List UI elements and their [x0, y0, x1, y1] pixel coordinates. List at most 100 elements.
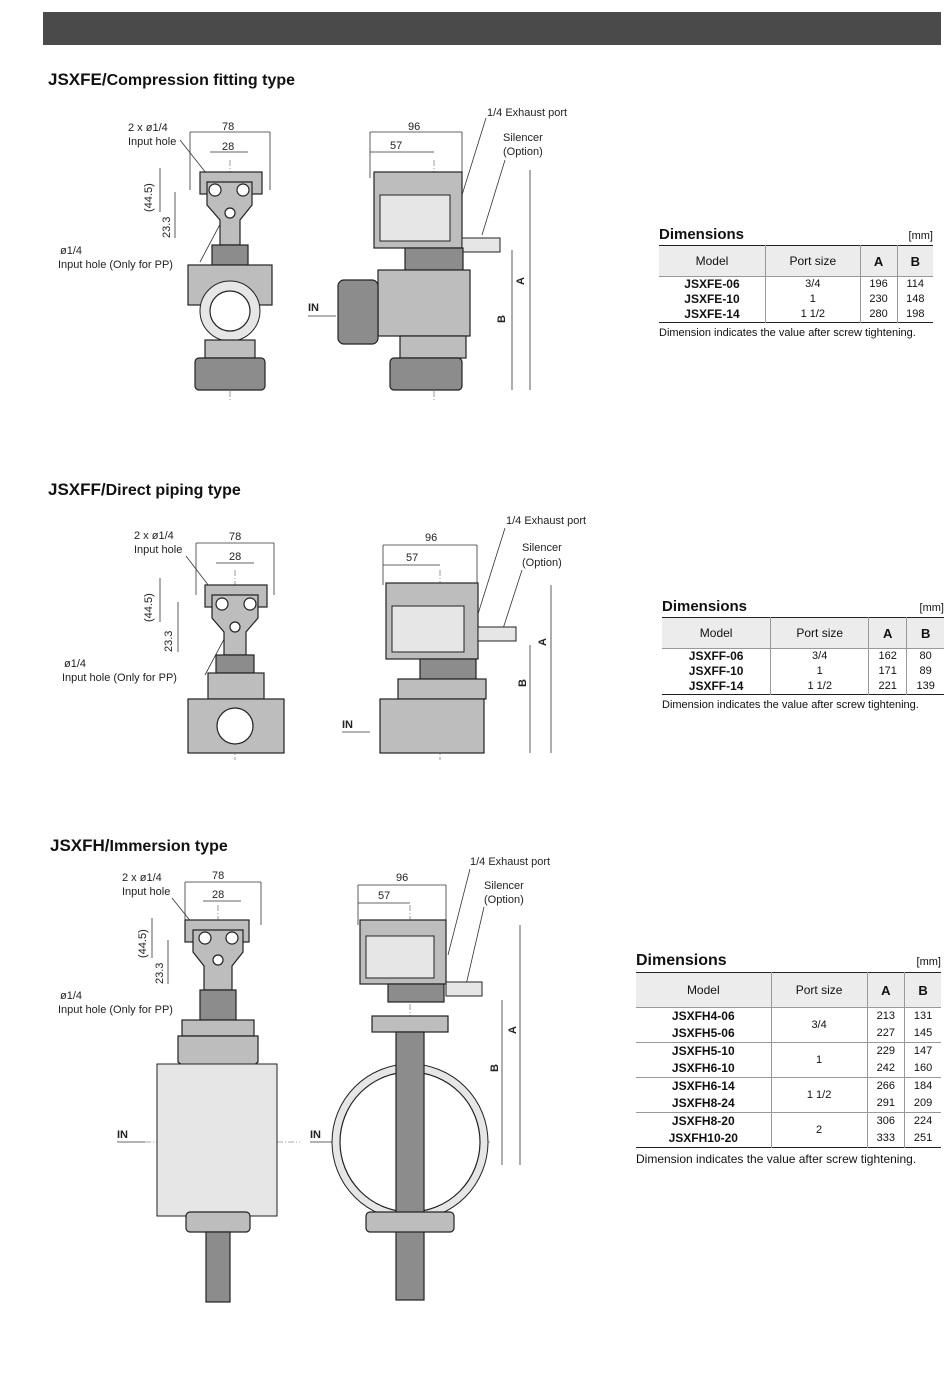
- label-input-hole-2: Input hole: [122, 886, 170, 898]
- cell-a: 230: [859, 292, 898, 307]
- dim-96: 96: [396, 872, 408, 884]
- drawing-jsxff: 2 x ø1/4 Input hole ø1/4 Input hole (Onl…: [62, 515, 586, 760]
- cell-model: JSXFE-06: [659, 276, 766, 292]
- dimensions-table-jsxfe: Dimensions [mm] Model Port size A B JSXF…: [659, 226, 933, 339]
- cell-a: 291: [866, 1095, 906, 1113]
- dimensions-table: Model Port size A B JSXFE-06 3/4 196 114…: [659, 245, 933, 323]
- label-input-hole: 2 x ø1/4: [122, 872, 162, 884]
- header-a: A: [866, 972, 906, 1008]
- unit-label: [mm]: [916, 956, 941, 968]
- dim-57: 57: [378, 890, 390, 902]
- dimensions-title: Dimensions: [659, 226, 745, 243]
- header-b: B: [904, 972, 941, 1008]
- cell-port: 1 1/2: [770, 679, 870, 695]
- cell-model: JSXFF-10: [662, 664, 772, 679]
- cell-model: JSXFH4-06: [636, 1007, 772, 1025]
- cell-port: 1 1/2: [770, 1077, 868, 1113]
- dim-28: 28: [222, 141, 234, 153]
- table-row: JSXFF-10 1 171 89: [662, 664, 944, 679]
- label-option: (Option): [503, 146, 543, 158]
- table-row: JSXFH10-20 333 251: [636, 1130, 941, 1148]
- dim-78: 78: [229, 531, 241, 543]
- title-type: Immersion type: [109, 838, 228, 855]
- title-model: JSXFE/: [48, 70, 107, 89]
- cell-b: 131: [904, 1007, 941, 1025]
- dimensions-table-jsxff: Dimensions [mm] Model Port size A B JSXF…: [662, 598, 944, 711]
- label-exhaust-port: 1/4 Exhaust port: [487, 107, 567, 119]
- label-a: A: [507, 1026, 519, 1034]
- label-exhaust-port: 1/4 Exhaust port: [506, 515, 586, 527]
- dim-96: 96: [408, 121, 420, 133]
- cell-model: JSXFH8-20: [636, 1112, 772, 1130]
- cell-port: 3/4: [770, 1007, 868, 1043]
- label-option: (Option): [522, 557, 562, 569]
- label-pp-2: Input hole (Only for PP): [58, 259, 173, 271]
- dimensions-table-jsxfh: Dimensions [mm] Model Port size A B JSXF…: [636, 952, 941, 1166]
- cell-a: 280: [859, 307, 898, 323]
- cell-b: 148: [896, 292, 933, 307]
- dimensions-title: Dimensions: [636, 952, 727, 969]
- label-input-hole-2: Input hole: [128, 136, 176, 148]
- section-title-jsxff: JSXFF/Direct piping type: [48, 480, 241, 500]
- drawing-jsxfe: 2 x ø1/4 Input hole ø1/4 Input hole (Onl…: [58, 107, 567, 400]
- header-b: B: [896, 245, 933, 277]
- title-type: Direct piping type: [105, 482, 241, 499]
- table-row: JSXFH4-06 3/4 213 131: [636, 1007, 941, 1043]
- header-model: Model: [662, 617, 772, 649]
- dim-44-5: (44.5): [137, 929, 149, 958]
- cell-port: 1: [764, 292, 861, 307]
- cell-a: 196: [859, 276, 898, 292]
- header-model: Model: [636, 972, 772, 1008]
- header-port-size: Port size: [764, 245, 861, 277]
- label-in: IN: [308, 302, 319, 314]
- cell-port: 1: [770, 1042, 868, 1078]
- table-row: JSXFH5-10 1 229 147: [636, 1042, 941, 1078]
- cell-a: 171: [868, 664, 908, 679]
- table-row: JSXFH6-10 242 160: [636, 1060, 941, 1078]
- cell-b: 147: [904, 1042, 941, 1060]
- dim-28: 28: [229, 551, 241, 563]
- dim-57: 57: [390, 140, 402, 152]
- dim-44-5: (44.5): [143, 183, 155, 212]
- cell-model: JSXFH5-06: [636, 1025, 772, 1043]
- table-row: JSXFF-06 3/4 162 80: [662, 648, 944, 664]
- dim-23-3: 23.3: [161, 217, 173, 238]
- table-row: JSXFF-14 1 1/2 221 139: [662, 679, 944, 695]
- title-type: Compression fitting type: [106, 72, 296, 89]
- dim-28: 28: [212, 889, 224, 901]
- label-in: IN: [117, 1129, 128, 1141]
- label-exhaust-port: 1/4 Exhaust port: [470, 856, 550, 868]
- label-input-hole: 2 x ø1/4: [128, 122, 168, 134]
- cell-port: 2: [770, 1112, 868, 1148]
- cell-b: 251: [904, 1130, 941, 1148]
- label-a: A: [537, 638, 549, 646]
- label-pp-2: Input hole (Only for PP): [62, 672, 177, 684]
- table-row: JSXFE-10 1 230 148: [659, 292, 933, 307]
- table-row: JSXFH5-06 227 145: [636, 1025, 941, 1043]
- unit-label: [mm]: [908, 230, 933, 242]
- unit-label: [mm]: [919, 602, 944, 614]
- label-silencer: Silencer: [503, 132, 543, 144]
- cell-b: 145: [904, 1025, 941, 1043]
- label-in-2: IN: [310, 1129, 321, 1141]
- cell-a: 213: [866, 1007, 906, 1025]
- label-a: A: [515, 277, 527, 285]
- dimensions-title: Dimensions: [662, 598, 748, 615]
- cell-b: 114: [896, 276, 933, 292]
- header-a: A: [868, 617, 908, 649]
- table-row: JSXFE-14 1 1/2 280 198: [659, 307, 933, 323]
- cell-a: 229: [866, 1042, 906, 1060]
- table-note: Dimension indicates the value after scre…: [636, 1152, 917, 1166]
- cell-a: 221: [868, 679, 908, 695]
- cell-model: JSXFH5-10: [636, 1042, 772, 1060]
- cell-b: 80: [906, 648, 944, 664]
- header-port-size: Port size: [770, 617, 870, 649]
- dim-23-3: 23.3: [154, 963, 166, 984]
- section-title-jsxfe: JSXFE/Compression fitting type: [48, 70, 295, 90]
- header-bar: [43, 12, 941, 45]
- title-model: JSXFF/: [48, 480, 106, 499]
- dim-44-5: (44.5): [143, 593, 155, 622]
- cell-port: 1: [770, 664, 870, 679]
- section-title-jsxfh: JSXFH/Immersion type: [50, 836, 228, 856]
- title-model: JSXFH/: [50, 836, 110, 855]
